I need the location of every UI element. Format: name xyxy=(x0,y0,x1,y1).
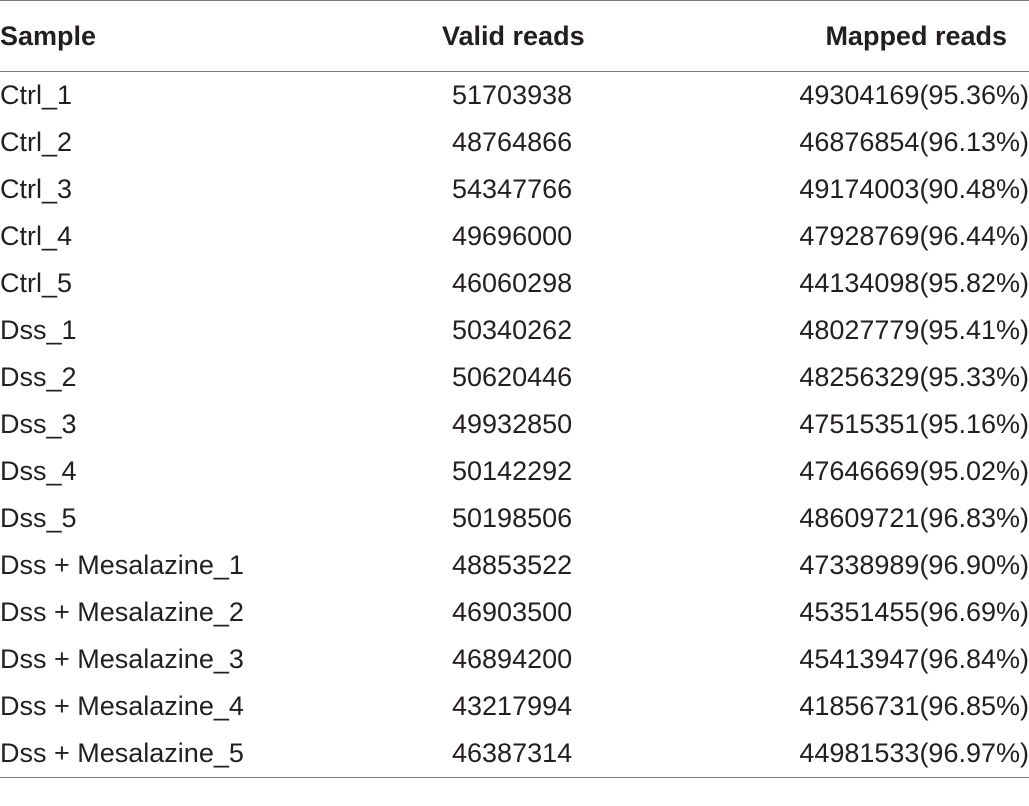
cell-sample: Ctrl_2 xyxy=(0,126,73,157)
cell-sample: Ctrl_5 xyxy=(0,267,73,298)
header-mapped-reads: Mapped reads xyxy=(710,0,1029,72)
table-header: Sample Valid reads Mapped reads xyxy=(0,0,1029,72)
cell-valid-reads: 43217994 xyxy=(452,691,573,722)
cell-valid-reads: 48764866 xyxy=(452,126,573,157)
cell-valid-reads: 50340262 xyxy=(452,314,573,345)
table-row: Dss_4 50142292 47646669(95.02%) xyxy=(0,448,1029,495)
cell-valid-reads: 51703938 xyxy=(452,79,573,110)
cell-mapped-reads: 48027779(95.41%) xyxy=(799,314,1029,345)
table-row: Dss + Mesalazine_5 46387314 44981533(96.… xyxy=(0,730,1029,778)
cell-valid-reads: 50198506 xyxy=(452,503,573,534)
table-row: Dss + Mesalazine_2 46903500 45351455(96.… xyxy=(0,589,1029,636)
cell-sample: Dss + Mesalazine_3 xyxy=(0,644,244,675)
cell-mapped-reads: 47515351(95.16%) xyxy=(799,408,1029,439)
cell-sample: Dss_5 xyxy=(0,503,77,534)
cell-mapped-reads: 48609721(96.83%) xyxy=(799,503,1029,534)
cell-valid-reads: 46894200 xyxy=(452,644,573,675)
cell-sample: Dss_3 xyxy=(0,408,77,439)
table-row: Ctrl_3 54347766 49174003(90.48%) xyxy=(0,166,1029,213)
table-row: Dss_3 49932850 47515351(95.16%) xyxy=(0,401,1029,448)
table-row: Ctrl_5 46060298 44134098(95.82%) xyxy=(0,260,1029,307)
table-row: Dss + Mesalazine_3 46894200 45413947(96.… xyxy=(0,636,1029,683)
cell-mapped-reads: 48256329(95.33%) xyxy=(799,361,1029,392)
table-row: Dss_1 50340262 48027779(95.41%) xyxy=(0,307,1029,354)
cell-mapped-reads: 47646669(95.02%) xyxy=(799,456,1029,487)
cell-valid-reads: 46387314 xyxy=(400,730,710,778)
cell-valid-reads: 50142292 xyxy=(452,456,573,487)
cell-sample: Dss + Mesalazine_2 xyxy=(0,597,244,628)
cell-valid-reads: 46060298 xyxy=(452,267,573,298)
cell-sample: Dss + Mesalazine_5 xyxy=(0,730,400,778)
cell-sample: Dss_1 xyxy=(0,314,77,345)
cell-valid-reads: 46903500 xyxy=(452,597,573,628)
table-body: Ctrl_1 51703938 49304169(95.36%) Ctrl_2 … xyxy=(0,72,1029,778)
header-valid-reads: Valid reads xyxy=(400,0,710,72)
reads-table: Sample Valid reads Mapped reads Ctrl_1 5… xyxy=(0,0,1029,778)
cell-sample: Ctrl_3 xyxy=(0,173,73,204)
cell-mapped-reads: 45351455(96.69%) xyxy=(799,597,1029,628)
cell-valid-reads: 54347766 xyxy=(452,173,573,204)
cell-mapped-reads: 49174003(90.48%) xyxy=(799,173,1029,204)
cell-mapped-reads: 47928769(96.44%) xyxy=(799,220,1029,251)
cell-sample: Ctrl_4 xyxy=(0,220,73,251)
cell-valid-reads: 49696000 xyxy=(452,220,573,251)
cell-valid-reads: 49932850 xyxy=(452,408,573,439)
cell-mapped-reads: 49304169(95.36%) xyxy=(799,79,1029,110)
table-row: Dss_2 50620446 48256329(95.33%) xyxy=(0,354,1029,401)
cell-sample: Dss + Mesalazine_4 xyxy=(0,691,244,722)
cell-mapped-reads: 44134098(95.82%) xyxy=(799,267,1029,298)
table-row: Ctrl_2 48764866 46876854(96.13%) xyxy=(0,119,1029,166)
table-row: Dss + Mesalazine_1 48853522 47338989(96.… xyxy=(0,542,1029,589)
table-row: Dss + Mesalazine_4 43217994 41856731(96.… xyxy=(0,683,1029,730)
cell-sample: Ctrl_1 xyxy=(0,79,73,110)
header-row: Sample Valid reads Mapped reads xyxy=(0,0,1029,72)
cell-sample: Dss_4 xyxy=(0,456,77,487)
cell-valid-reads: 48853522 xyxy=(452,550,573,581)
header-sample: Sample xyxy=(0,0,400,72)
cell-mapped-reads: 44981533(96.97%) xyxy=(710,730,1029,778)
cell-mapped-reads: 46876854(96.13%) xyxy=(799,126,1029,157)
cell-mapped-reads: 45413947(96.84%) xyxy=(799,644,1029,675)
cell-mapped-reads: 47338989(96.90%) xyxy=(799,550,1029,581)
cell-sample: Dss + Mesalazine_1 xyxy=(0,550,244,581)
cell-mapped-reads: 41856731(96.85%) xyxy=(799,691,1029,722)
table-row: Ctrl_4 49696000 47928769(96.44%) xyxy=(0,213,1029,260)
table-row: Dss_5 50198506 48609721(96.83%) xyxy=(0,495,1029,542)
table-row: Ctrl_1 51703938 49304169(95.36%) xyxy=(0,72,1029,119)
cell-sample: Dss_2 xyxy=(0,361,77,392)
cell-valid-reads: 50620446 xyxy=(452,361,573,392)
